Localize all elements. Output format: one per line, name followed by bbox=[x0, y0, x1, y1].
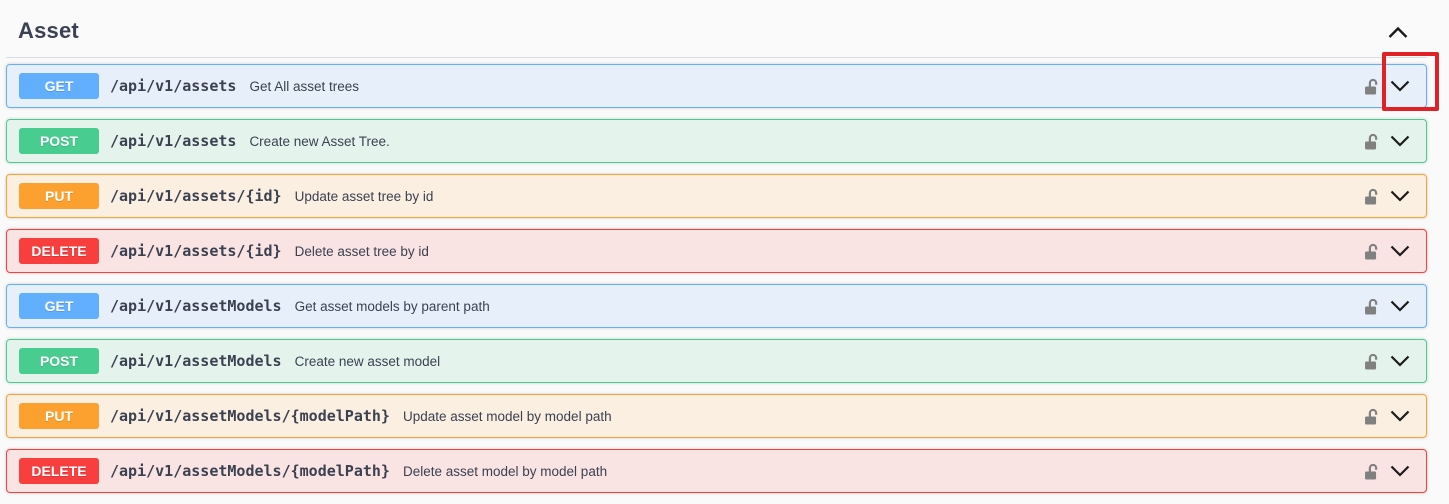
endpoint-row-delete-assets-id[interactable]: DELETE /api/v1/assets/{id} Delete asset … bbox=[6, 229, 1427, 273]
chevron-down-icon bbox=[1390, 80, 1410, 92]
method-badge: DELETE bbox=[19, 238, 99, 264]
auth-lock-button[interactable] bbox=[1361, 186, 1381, 206]
unlocked-padlock-icon bbox=[1364, 133, 1377, 149]
endpoint-row-post-assetmodels[interactable]: POST /api/v1/assetModels Create new asse… bbox=[6, 339, 1427, 383]
endpoint-path: /api/v1/assetModels/{modelPath} bbox=[110, 462, 390, 480]
unlocked-padlock-icon bbox=[1364, 78, 1377, 94]
unlocked-padlock-icon bbox=[1364, 188, 1377, 204]
endpoint-path: /api/v1/assets bbox=[110, 132, 237, 150]
expand-operation-button[interactable] bbox=[1389, 186, 1411, 206]
method-badge: POST bbox=[19, 348, 99, 374]
auth-lock-button[interactable] bbox=[1361, 461, 1381, 481]
endpoint-path: /api/v1/assets/{id} bbox=[110, 187, 282, 205]
unlocked-padlock-icon bbox=[1364, 463, 1377, 479]
endpoint-summary: Create new Asset Tree. bbox=[249, 133, 390, 149]
swagger-asset-section: Asset GET /api/v1/assets Get All asset t… bbox=[6, 0, 1439, 493]
endpoint-path: /api/v1/assets bbox=[110, 77, 237, 95]
endpoint-row-delete-assetmodels-modelpath[interactable]: DELETE /api/v1/assetModels/{modelPath} D… bbox=[6, 449, 1427, 493]
auth-lock-button[interactable] bbox=[1361, 351, 1381, 371]
section-header-asset[interactable]: Asset bbox=[6, 0, 1427, 58]
auth-lock-button[interactable] bbox=[1361, 131, 1381, 151]
endpoint-summary: Get asset models by parent path bbox=[294, 298, 490, 314]
auth-lock-button[interactable] bbox=[1361, 241, 1381, 261]
section-title: Asset bbox=[18, 18, 79, 43]
chevron-down-icon bbox=[1390, 300, 1410, 312]
expand-operation-button[interactable] bbox=[1389, 351, 1411, 371]
chevron-down-icon bbox=[1390, 135, 1410, 147]
unlocked-padlock-icon bbox=[1364, 353, 1377, 369]
endpoint-row-get-assetmodels[interactable]: GET /api/v1/assetModels Get asset models… bbox=[6, 284, 1427, 328]
endpoint-row-get-assets[interactable]: GET /api/v1/assets Get All asset trees bbox=[6, 64, 1427, 108]
expand-operation-button[interactable] bbox=[1389, 241, 1411, 261]
chevron-up-icon bbox=[1388, 26, 1408, 38]
chevron-down-icon bbox=[1390, 465, 1410, 477]
endpoint-row-put-assets-id[interactable]: PUT /api/v1/assets/{id} Update asset tre… bbox=[6, 174, 1427, 218]
chevron-down-icon bbox=[1390, 355, 1410, 367]
expand-operation-button[interactable] bbox=[1389, 131, 1411, 151]
method-badge: GET bbox=[19, 293, 99, 319]
endpoint-path: /api/v1/assetModels/{modelPath} bbox=[110, 407, 390, 425]
method-badge: PUT bbox=[19, 403, 99, 429]
unlocked-padlock-icon bbox=[1364, 408, 1377, 424]
endpoint-path: /api/v1/assetModels bbox=[110, 352, 282, 370]
endpoint-path: /api/v1/assetModels bbox=[110, 297, 282, 315]
endpoint-summary: Update asset model by model path bbox=[402, 408, 612, 424]
auth-lock-button[interactable] bbox=[1361, 406, 1381, 426]
endpoint-summary: Delete asset tree by id bbox=[294, 243, 429, 259]
method-badge: PUT bbox=[19, 183, 99, 209]
expand-operation-button[interactable] bbox=[1389, 76, 1411, 96]
unlocked-padlock-icon bbox=[1364, 243, 1377, 259]
section-collapse-button[interactable] bbox=[1381, 20, 1415, 46]
chevron-down-icon bbox=[1390, 410, 1410, 422]
expand-operation-button[interactable] bbox=[1389, 406, 1411, 426]
endpoint-summary: Get All asset trees bbox=[249, 78, 359, 94]
method-badge: DELETE bbox=[19, 458, 99, 484]
method-badge: POST bbox=[19, 128, 99, 154]
endpoint-summary: Update asset tree by id bbox=[294, 188, 434, 204]
endpoint-path: /api/v1/assets/{id} bbox=[110, 242, 282, 260]
chevron-down-icon bbox=[1390, 245, 1410, 257]
unlocked-padlock-icon bbox=[1364, 298, 1377, 314]
auth-lock-button[interactable] bbox=[1361, 296, 1381, 316]
expand-operation-button[interactable] bbox=[1389, 296, 1411, 316]
chevron-down-icon bbox=[1390, 190, 1410, 202]
expand-operation-button[interactable] bbox=[1389, 461, 1411, 481]
auth-lock-button[interactable] bbox=[1361, 76, 1381, 96]
method-badge: GET bbox=[19, 73, 99, 99]
endpoint-summary: Create new asset model bbox=[294, 353, 441, 369]
endpoint-list: GET /api/v1/assets Get All asset trees P… bbox=[6, 64, 1427, 504]
endpoint-row-put-assetmodels-modelpath[interactable]: PUT /api/v1/assetModels/{modelPath} Upda… bbox=[6, 394, 1427, 438]
endpoint-summary: Delete asset model by model path bbox=[402, 463, 608, 479]
endpoint-row-post-assets[interactable]: POST /api/v1/assets Create new Asset Tre… bbox=[6, 119, 1427, 163]
